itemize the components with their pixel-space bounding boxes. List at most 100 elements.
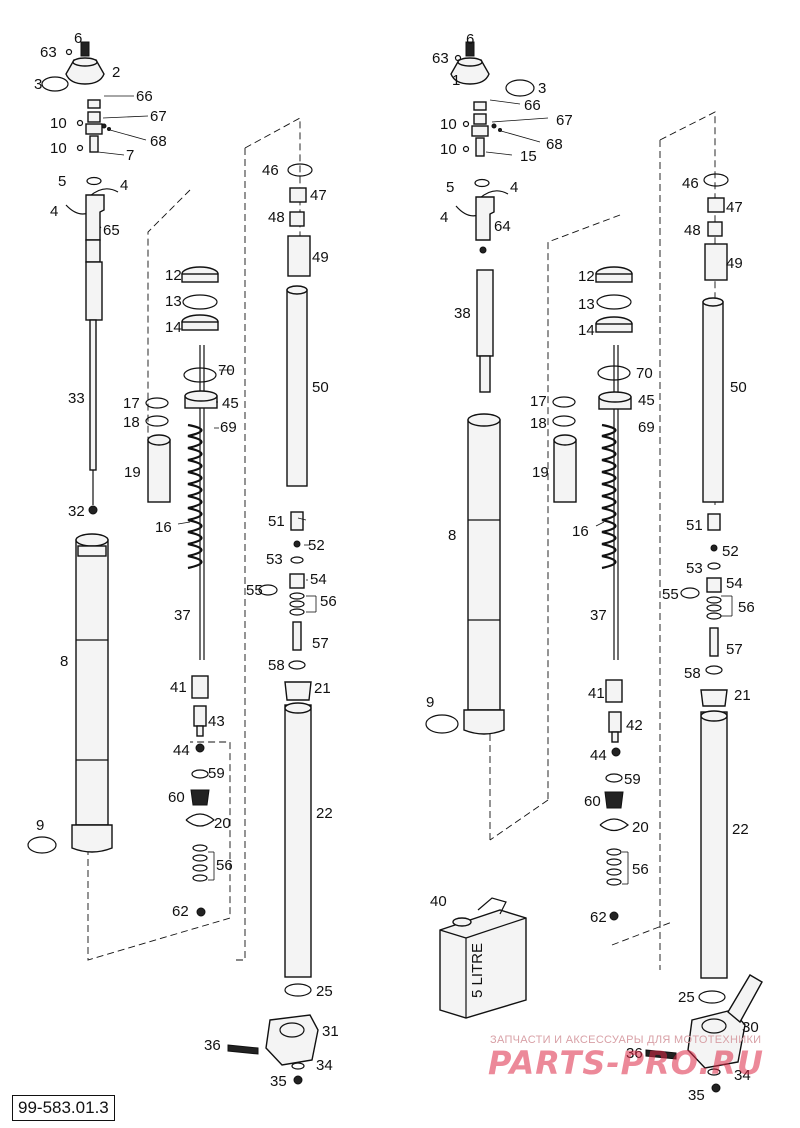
callout-right-4: 4 — [510, 179, 518, 196]
callout-right-44: 44 — [590, 747, 607, 764]
callout-left-37: 37 — [174, 607, 191, 624]
callout-right-34: 34 — [734, 1067, 751, 1084]
callout-left-13: 13 — [165, 293, 182, 310]
leader-lines — [97, 95, 733, 885]
callout-left-7: 7 — [126, 147, 134, 164]
callout-left-10: 10 — [50, 115, 67, 132]
callout-right-47: 47 — [726, 199, 743, 216]
callout-left-59: 59 — [208, 765, 225, 782]
callout-left-10: 10 — [50, 140, 67, 157]
callout-right-12: 12 — [578, 268, 595, 285]
callout-left-35: 35 — [270, 1073, 287, 1090]
callout-right-56: 56 — [632, 861, 649, 878]
oil-can-part: 5 LITRE — [439, 897, 527, 1019]
callout-right-48: 48 — [684, 222, 701, 239]
callout-left-68: 68 — [150, 133, 167, 150]
callout-left-54: 54 — [310, 571, 327, 588]
callout-right-5: 5 — [446, 179, 454, 196]
callout-right-21: 21 — [734, 687, 751, 704]
callout-right-52: 52 — [722, 543, 739, 560]
watermark-logo: PARTS-PRO.RU — [488, 1044, 765, 1082]
callout-left-25: 25 — [316, 983, 333, 1000]
callout-right-45: 45 — [638, 392, 655, 409]
callout-right-3: 3 — [538, 80, 546, 97]
callout-right-46: 46 — [682, 175, 699, 192]
callout-right-50: 50 — [730, 379, 747, 396]
callout-right-20: 20 — [632, 819, 649, 836]
callout-right-64: 64 — [494, 218, 511, 235]
callout-right-55: 55 — [662, 586, 679, 603]
callout-right-37: 37 — [590, 607, 607, 624]
callout-left-60: 60 — [168, 789, 185, 806]
callout-right-58: 58 — [684, 665, 701, 682]
callout-right-68: 68 — [546, 136, 563, 153]
callout-right-15: 15 — [520, 148, 537, 165]
callout-left-53: 53 — [266, 551, 283, 568]
callout-left-50: 50 — [312, 379, 329, 396]
callout-left-4: 4 — [50, 203, 58, 220]
callout-left-56: 56 — [320, 593, 337, 610]
callout-right-17: 17 — [530, 393, 547, 410]
callout-right-19: 19 — [532, 464, 549, 481]
callout-right-41: 41 — [588, 685, 605, 702]
callout-right-35: 35 — [688, 1087, 705, 1104]
callout-left-19: 19 — [124, 464, 141, 481]
callout-right-49: 49 — [726, 255, 743, 272]
callout-left-33: 33 — [68, 390, 85, 407]
callout-right-30: 30 — [742, 1019, 759, 1036]
callout-left-62: 62 — [172, 903, 189, 920]
watermark-caption: ЗАПЧАСТИ И АКСЕССУАРЫ ДЛЯ МОТОТЕХНИКИ — [490, 1034, 762, 1046]
callout-left-48: 48 — [268, 209, 285, 226]
callout-right-66: 66 — [524, 97, 541, 114]
oil-can-label: 5 LITRE — [469, 943, 486, 998]
callout-left-3: 3 — [34, 76, 42, 93]
callout-right-51: 51 — [686, 517, 703, 534]
callout-right-59: 59 — [624, 771, 641, 788]
callout-left-47: 47 — [310, 187, 327, 204]
callout-left-4: 4 — [120, 177, 128, 194]
callout-right-60: 60 — [584, 793, 601, 810]
callout-right-10: 10 — [440, 116, 457, 133]
callout-left-63: 63 — [40, 44, 57, 61]
callout-left-8: 8 — [60, 653, 68, 670]
callout-right-4: 4 — [440, 209, 448, 226]
screw-cap-part — [65, 41, 105, 85]
assembly-guide-lines — [87, 111, 716, 970]
callout-right-63: 63 — [432, 50, 449, 67]
callout-right-38: 38 — [454, 305, 471, 322]
callout-right-10: 10 — [440, 141, 457, 158]
callout-right-42: 42 — [626, 717, 643, 734]
callout-right-25: 25 — [678, 989, 695, 1006]
callout-left-18: 18 — [123, 414, 140, 431]
callout-left-21: 21 — [314, 680, 331, 697]
callout-left-58: 58 — [268, 657, 285, 674]
callout-left-17: 17 — [123, 395, 140, 412]
callout-right-13: 13 — [578, 296, 595, 313]
callout-right-36: 36 — [626, 1045, 643, 1062]
callout-right-14: 14 — [578, 322, 595, 339]
callout-left-12: 12 — [165, 267, 182, 284]
callout-left-9: 9 — [36, 817, 44, 834]
callout-left-16: 16 — [155, 519, 172, 536]
callout-left-34: 34 — [316, 1057, 333, 1074]
callout-right-16: 16 — [572, 523, 589, 540]
callout-left-52: 52 — [308, 537, 325, 554]
callout-left-14: 14 — [165, 319, 182, 336]
callout-right-57: 57 — [726, 641, 743, 658]
callout-left-32: 32 — [68, 503, 85, 520]
callout-right-22: 22 — [732, 821, 749, 838]
callout-left-51: 51 — [268, 513, 285, 530]
callout-right-70: 70 — [636, 365, 653, 382]
callout-left-57: 57 — [312, 635, 329, 652]
callout-left-41: 41 — [170, 679, 187, 696]
callout-left-36: 36 — [204, 1037, 221, 1054]
callout-left-67: 67 — [150, 108, 167, 125]
callout-left-44: 44 — [173, 742, 190, 759]
callout-left-2: 2 — [112, 64, 120, 81]
callout-left-49: 49 — [312, 249, 329, 266]
right-fork-assembly: 5 LITRE — [425, 41, 763, 1093]
callout-left-46: 46 — [262, 162, 279, 179]
callout-left-56: 56 — [216, 857, 233, 874]
